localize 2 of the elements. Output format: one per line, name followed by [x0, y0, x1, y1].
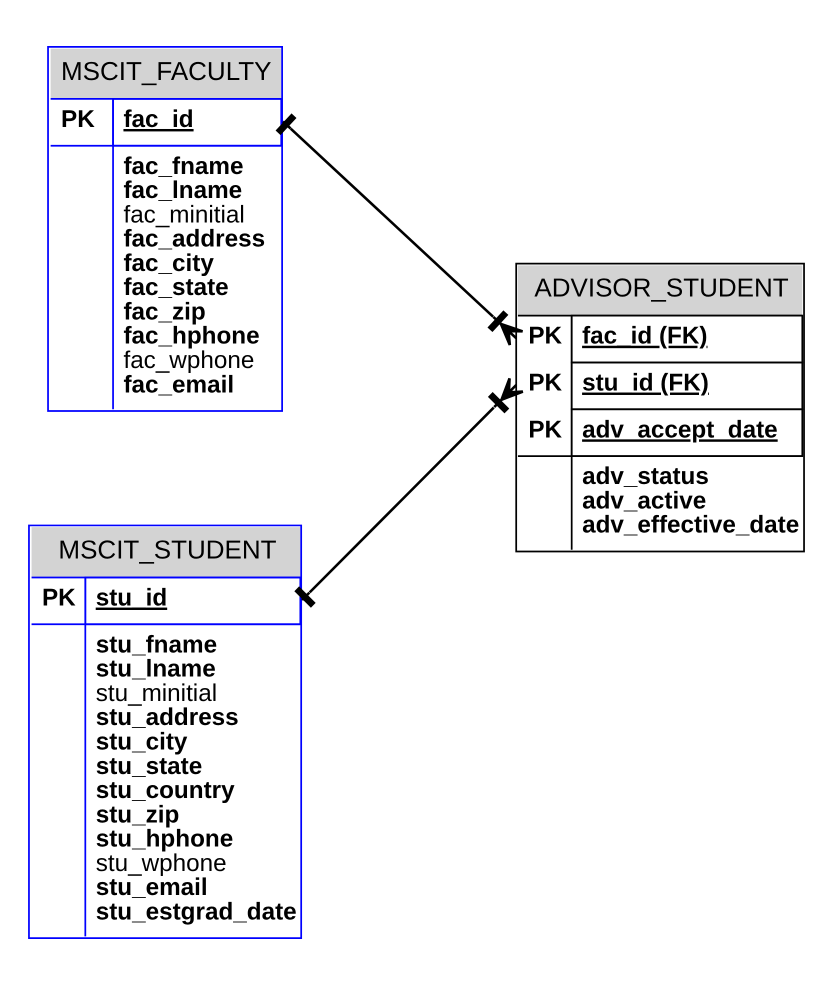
connector — [276, 113, 524, 346]
connector — [294, 377, 524, 608]
